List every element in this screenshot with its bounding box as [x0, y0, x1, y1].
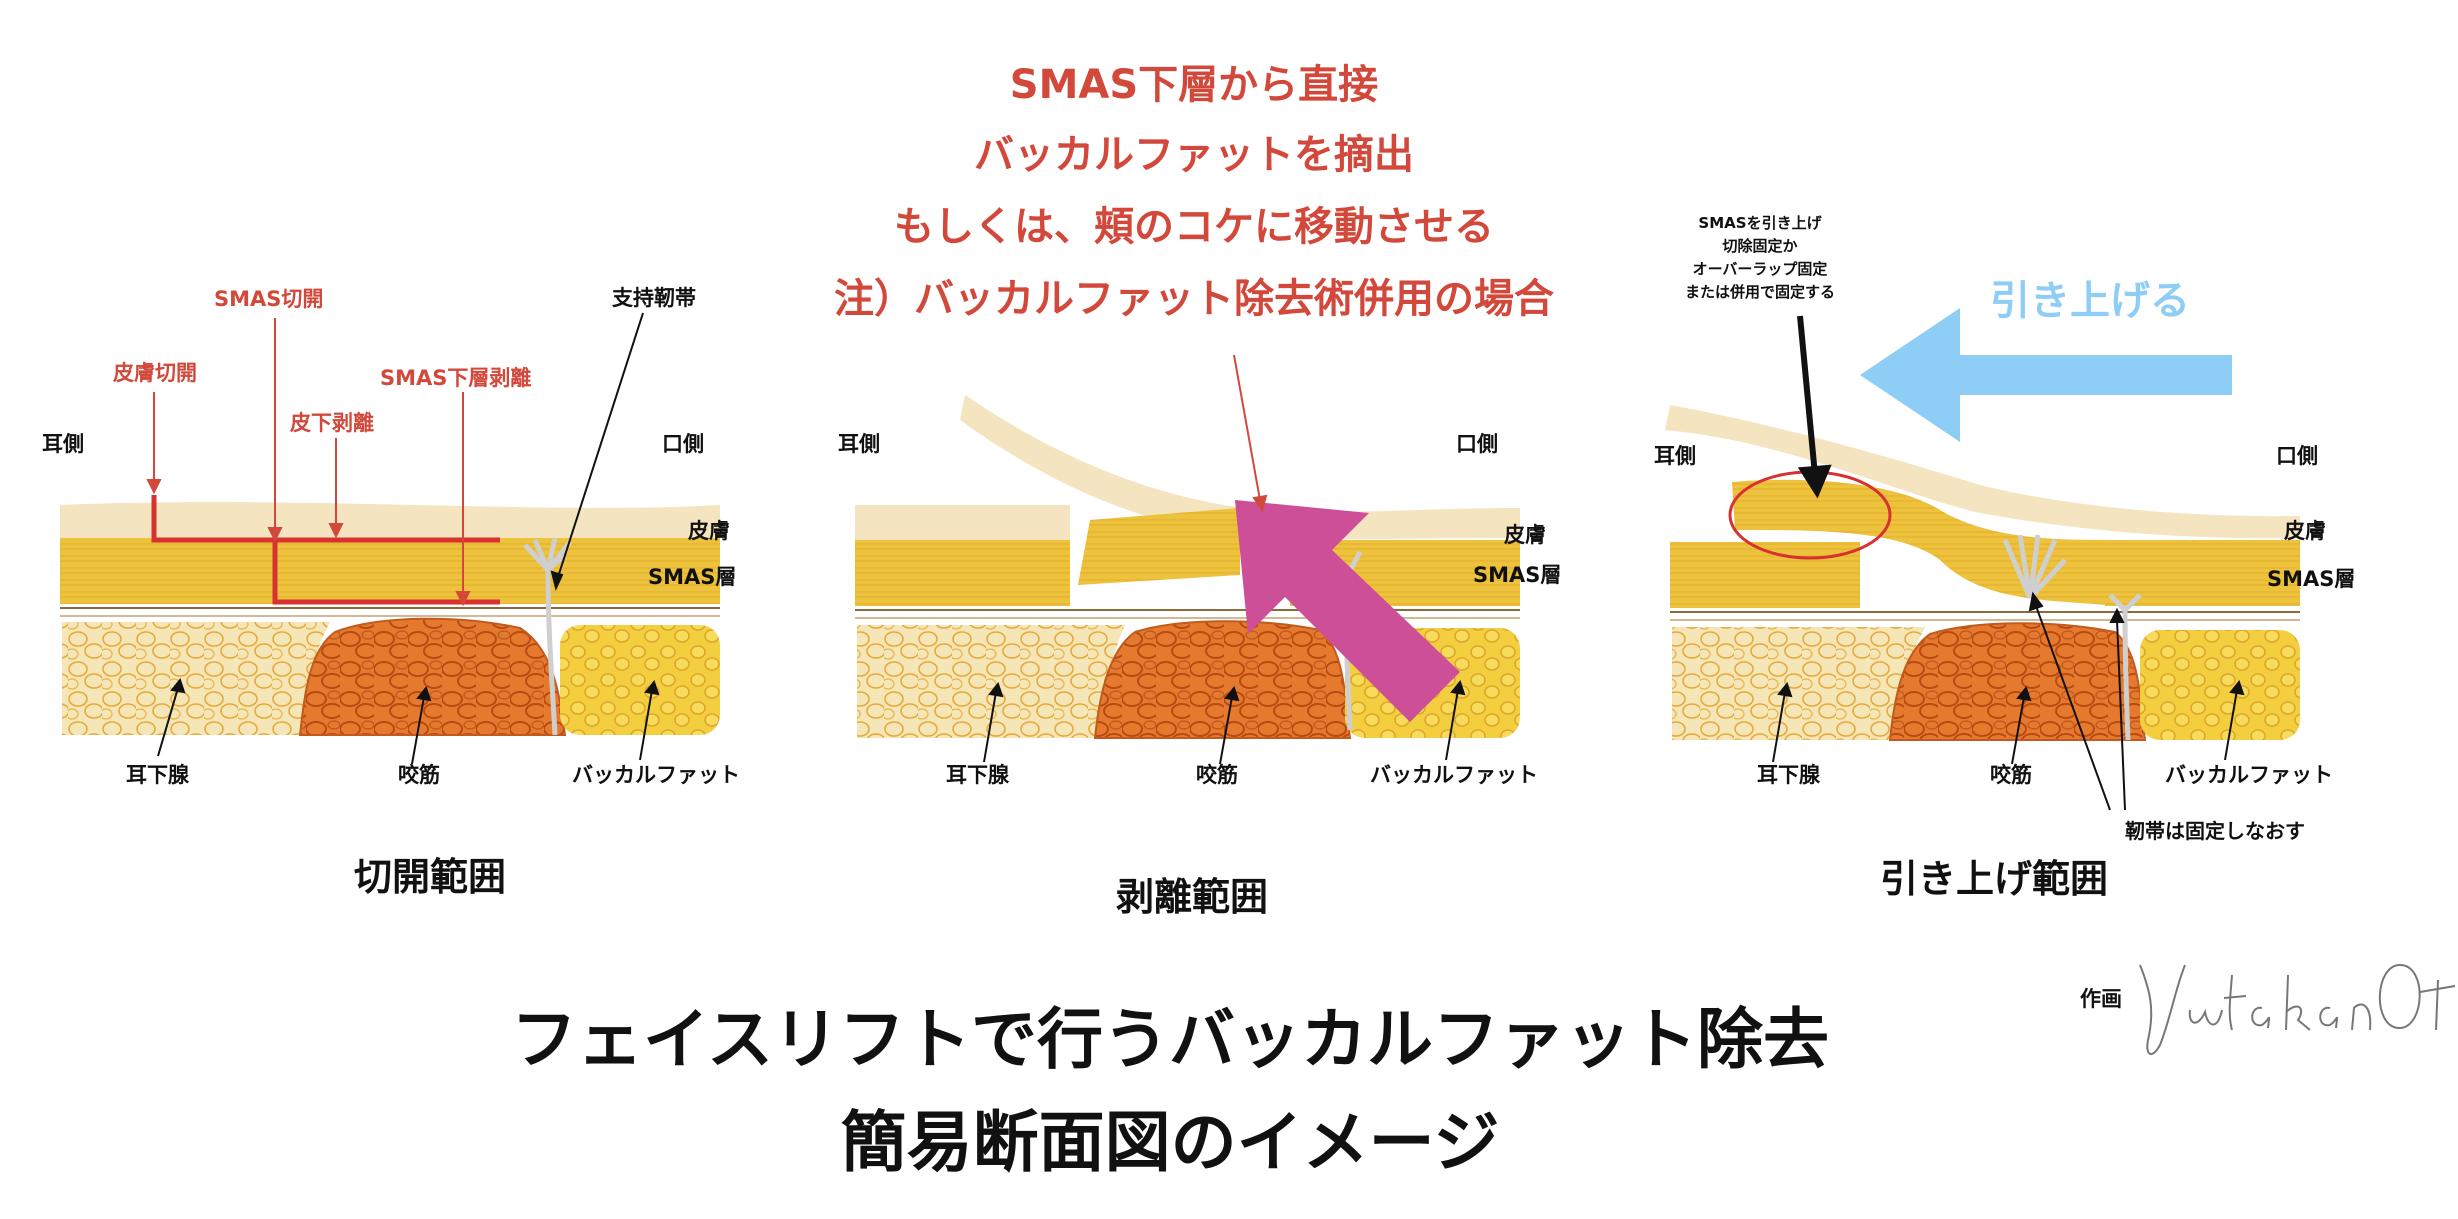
masseter-muscle [1888, 622, 2147, 741]
smas-layer-ear [1670, 542, 1860, 608]
masseter-label: 咬筋 [398, 763, 440, 787]
ligament [2002, 534, 2142, 741]
panel-1: 耳側 口側 皮膚 SMAS層 支持靭帯 SMAS切開 皮膚切開 皮下剥離 SMA… [42, 286, 740, 899]
push-arrow [1235, 500, 1460, 722]
sub-smas-dissection-label: SMAS下層剥離 [380, 366, 531, 390]
smas-note-line-1: SMASを引き上げ [1698, 214, 1822, 232]
parotid-label: 耳下腺 [1757, 763, 1821, 787]
top-note-line-1: SMAS下層から直接 [1010, 62, 1378, 108]
smas-layer-ear [855, 540, 1070, 606]
top-note-line-2: バッカルファットを摘出 [974, 132, 1414, 178]
anatomy-arrows [983, 679, 1466, 765]
smas-note: SMASを引き上げ 切除固定か オーバーラップ固定 または併用で固定する [1685, 214, 1835, 301]
buccal-fat-label: バッカルファット [1370, 763, 1538, 787]
anatomy-arrows [1772, 591, 2245, 811]
parotid-label: 耳下腺 [126, 763, 190, 787]
mouth-side-label: 口側 [662, 432, 704, 456]
skin-incision-label: 皮膚切開 [113, 361, 197, 385]
smas-note-line-3: オーバーラップ固定 [1693, 260, 1828, 278]
skin-layer [60, 502, 720, 540]
buccal-fat-label: バッカルファット [572, 763, 740, 787]
artist-signature [2139, 963, 2456, 1055]
parotid-gland [1672, 627, 1925, 740]
smas-incision-label: SMAS切開 [214, 287, 323, 311]
buccal-fat-label: バッカルファット [2165, 763, 2333, 787]
panel-2: 耳側 口側 皮膚 SMAS層 耳下腺 咬筋 バッカルファット 剥離範囲 SMAS… [834, 62, 1561, 919]
lift-arrow [1860, 308, 2232, 442]
top-note-line-4: 注）バッカルファット除去術併用の場合 [834, 276, 1554, 322]
ligament-label: 支持靭帯 [612, 286, 696, 310]
subcutaneous-dissection-label: 皮下剥離 [290, 411, 374, 435]
ear-side-label: 耳側 [42, 432, 84, 456]
top-note: SMAS下層から直接 バッカルファットを摘出 もしくは、頬のコケに移動させる 注… [834, 62, 1554, 322]
parotid-gland [62, 622, 330, 735]
mouth-side-label: 口側 [2276, 444, 2318, 468]
smas-flap-lifted [1732, 479, 2110, 605]
mouth-side-label: 口側 [1456, 432, 1498, 456]
buccal-fat [560, 625, 720, 735]
smas-layer-label: SMAS層 [648, 565, 736, 589]
lift-label: 引き上げる [1990, 278, 2190, 324]
masseter-label: 咬筋 [1196, 763, 1238, 787]
smas-note-line-2: 切除固定か [1722, 237, 1797, 255]
note-arrow [1797, 315, 1832, 499]
caption-dissection-range: 剥離範囲 [1116, 875, 1268, 919]
smas-flap [1078, 508, 1240, 585]
main-title-line-2: 簡易断面図のイメージ [841, 1104, 1500, 1181]
caption-incision-range: 切開範囲 [354, 855, 506, 899]
skin-label: 皮膚 [688, 519, 730, 543]
buccal-fat [2140, 630, 2300, 740]
caption-lift-range: 引き上げ範囲 [1880, 857, 2108, 901]
skin-flap [1665, 405, 2300, 539]
main-title-line-1: フェイスリフトで行うバッカルファット除去 [511, 1001, 1829, 1078]
skin-label: 皮膚 [2284, 519, 2326, 543]
parotid-label: 耳下腺 [946, 763, 1010, 787]
smas-layer-label: SMAS層 [1473, 563, 1561, 587]
anatomy-arrows [157, 312, 660, 765]
credit-label: 作画 [2080, 987, 2122, 1011]
top-note-line-3: もしくは、頬のコケに移動させる [894, 204, 1494, 250]
panel-3: 耳側 口側 皮膚 SMAS層 耳下腺 咬筋 バッカルファット 靭帯は固定しなおす… [1654, 214, 2355, 901]
ligament-note: 靭帯は固定しなおす [2125, 819, 2305, 843]
skin-layer-stub [855, 505, 1070, 540]
masseter-muscle [1093, 620, 1352, 739]
smas-note-line-4: または併用で固定する [1685, 283, 1835, 301]
masseter-muscle [298, 617, 567, 736]
ear-side-label: 耳側 [1654, 444, 1696, 468]
ligament [523, 537, 572, 736]
smas-layer [60, 538, 720, 604]
parotid-gland [857, 625, 1125, 738]
skin-label: 皮膚 [1504, 523, 1546, 547]
smas-layer-label: SMAS層 [2267, 567, 2355, 591]
label-arrows [146, 318, 471, 607]
ear-side-label: 耳側 [838, 432, 880, 456]
note-arrow [1233, 354, 1268, 513]
masseter-label: 咬筋 [1990, 763, 2032, 787]
